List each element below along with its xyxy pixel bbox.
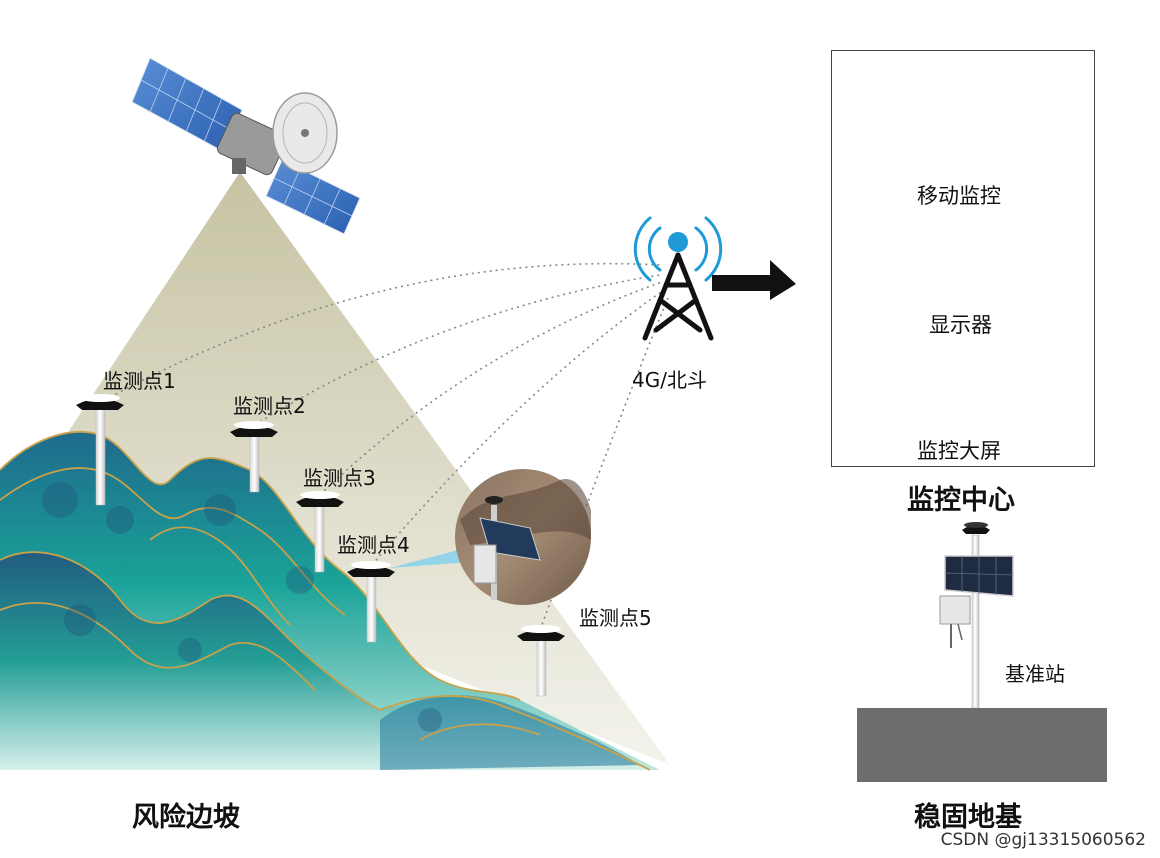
mobile-monitor-label: 移动监控	[917, 184, 1001, 208]
monitoring-point-label-1: 监测点1	[103, 369, 176, 393]
sensor-pole-2	[230, 421, 278, 493]
sensor-pole-3	[296, 491, 344, 573]
satellite-icon	[131, 57, 361, 235]
sensor-pole-1	[76, 394, 124, 506]
watermark: CSDN @gj13315060562	[940, 830, 1146, 850]
sensor-pole-5	[517, 625, 565, 697]
tower-label: 4G/北斗	[632, 368, 707, 392]
monitor-center-title: 监控中心	[907, 485, 1015, 516]
link-point-2	[254, 274, 661, 426]
signal-links	[104, 262, 669, 631]
callout-pointer	[390, 548, 470, 568]
base-station-icon	[939, 522, 1014, 709]
display-label: 显示器	[929, 313, 992, 337]
base-station-label: 基准站	[1005, 662, 1065, 686]
monitoring-point-label-4: 监测点4	[337, 533, 410, 557]
station-photo-bubble	[455, 469, 591, 605]
ground-title: 稳固地基	[914, 802, 1022, 833]
sensor-pole-4	[347, 561, 395, 643]
stable-ground-block	[857, 708, 1107, 782]
video-wall-label: 监控大屏	[917, 439, 1001, 463]
slope-title: 风险边坡	[132, 802, 240, 833]
monitoring-point-label-2: 监测点2	[233, 394, 306, 418]
link-point-3	[319, 281, 663, 496]
link-point-4	[371, 289, 665, 566]
monitoring-point-label-5: 监测点5	[579, 606, 652, 630]
satellite-beam	[20, 172, 670, 765]
monitoring-point-label-3: 监测点3	[303, 466, 376, 490]
mountains	[0, 431, 660, 771]
arrow-right-icon	[712, 260, 796, 300]
monitor-center-box	[831, 50, 1095, 467]
communication-tower-icon	[633, 216, 723, 341]
